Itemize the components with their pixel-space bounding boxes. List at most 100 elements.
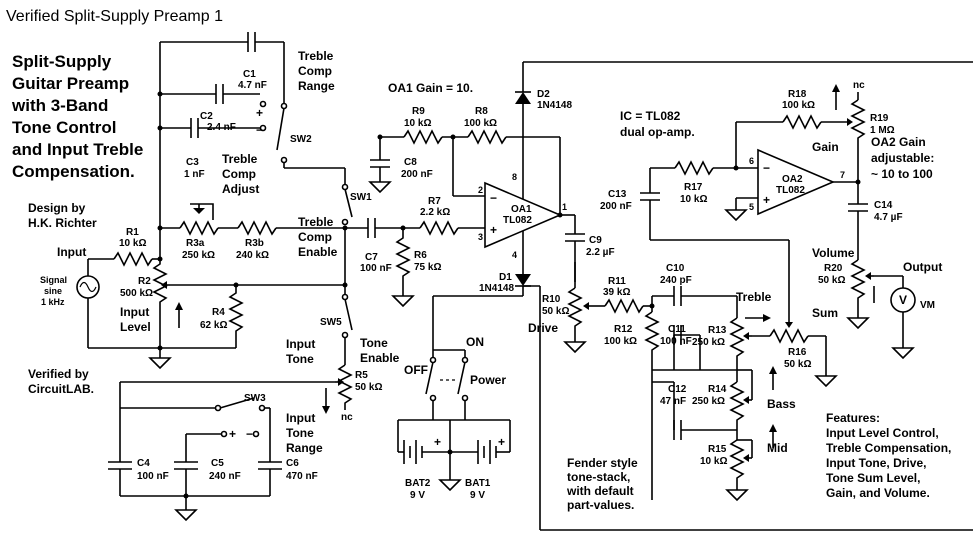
- potentiometer-r2: R2 500 kΩ Input Level: [120, 259, 345, 348]
- svg-text:VM: VM: [920, 300, 935, 311]
- svg-text:D2: D2: [537, 89, 550, 100]
- capacitor-c1: C1 4.7 nF: [238, 32, 267, 91]
- svg-text:100 kΩ: 100 kΩ: [782, 100, 815, 111]
- svg-text:100 kΩ: 100 kΩ: [464, 118, 497, 129]
- svg-text:R7: R7: [428, 196, 441, 207]
- svg-text:Signal: Signal: [40, 275, 67, 285]
- svg-text:250 kΩ: 250 kΩ: [692, 337, 725, 348]
- svg-text:4: 4: [512, 250, 517, 260]
- potentiometer-r20: R20 50 kΩ: [818, 259, 874, 330]
- resistor-r4: R4 62 kΩ: [200, 285, 244, 348]
- svg-text:with 3-Band: with 3-Band: [11, 96, 108, 115]
- svg-text:9 V: 9 V: [410, 490, 425, 501]
- svg-text:−: −: [490, 191, 497, 205]
- fender-note: Fender style tone-stack, with default pa…: [566, 456, 638, 512]
- opamp-oa2: − + OA2 TL082 6 5 7: [749, 148, 845, 216]
- svg-text:2.2 µF: 2.2 µF: [586, 247, 615, 258]
- svg-text:R17: R17: [684, 182, 703, 193]
- svg-text:Enable: Enable: [360, 351, 400, 365]
- svg-text:R6: R6: [414, 250, 427, 261]
- svg-text:CircuitLAB.: CircuitLAB.: [28, 382, 94, 396]
- svg-text:Range: Range: [286, 441, 323, 455]
- svg-text:nc: nc: [341, 412, 353, 423]
- svg-text:C4: C4: [137, 458, 150, 469]
- svg-text:100 nF: 100 nF: [360, 263, 392, 274]
- verified-credit: Verified by CircuitLAB.: [28, 367, 94, 396]
- ground-oa2: [724, 209, 748, 222]
- oa1-gain-note: OA1 Gain = 10.: [388, 81, 473, 95]
- svg-text:C7: C7: [365, 252, 378, 263]
- sw2-plus: +: [256, 106, 263, 120]
- sw3-plus: +: [229, 427, 236, 441]
- svg-text:Range: Range: [298, 79, 335, 93]
- svg-text:7: 7: [840, 170, 845, 180]
- svg-text:ON: ON: [466, 335, 484, 349]
- svg-text:4.7 nF: 4.7 nF: [238, 80, 267, 91]
- potentiometer-r16: R16 50 kΩ Sum: [769, 306, 838, 370]
- page-header: Verified Split-Supply Preamp 1: [6, 8, 223, 25]
- svg-text:50 kΩ: 50 kΩ: [818, 275, 845, 286]
- switch-sw5[interactable]: SW5: [320, 293, 353, 339]
- svg-text:6: 6: [749, 156, 754, 166]
- svg-text:200 nF: 200 nF: [600, 201, 632, 212]
- svg-text:Tone Sum Level,: Tone Sum Level,: [826, 471, 920, 485]
- svg-text:Input Level Control,: Input Level Control,: [826, 426, 939, 440]
- svg-text:V: V: [899, 293, 907, 307]
- ground-battery: [438, 479, 462, 492]
- svg-text:R13: R13: [708, 325, 727, 336]
- svg-text:240 kΩ: 240 kΩ: [236, 250, 269, 261]
- resistor-r3b: R3b 240 kΩ: [236, 220, 277, 261]
- svg-text:75 kΩ: 75 kΩ: [414, 262, 441, 273]
- title-block: Split-Supply Guitar Preamp with 3-Band T…: [11, 52, 143, 181]
- svg-text:50 kΩ: 50 kΩ: [784, 359, 811, 370]
- svg-text:Comp: Comp: [222, 167, 256, 181]
- svg-text:10 kΩ: 10 kΩ: [680, 194, 707, 205]
- svg-text:Power: Power: [470, 373, 506, 387]
- arrow-treble: [745, 314, 771, 322]
- potentiometer-r10: R10 50 kΩ Drive: [528, 287, 592, 354]
- svg-text:1N4148: 1N4148: [479, 283, 514, 294]
- svg-text:R11: R11: [608, 276, 626, 287]
- arrow-input-level: [175, 302, 183, 328]
- svg-text:Adjust: Adjust: [222, 182, 259, 196]
- svg-text:50 kΩ: 50 kΩ: [542, 306, 569, 317]
- svg-text:C14: C14: [874, 200, 893, 211]
- svg-text:100 nF: 100 nF: [660, 336, 692, 347]
- svg-text:8: 8: [512, 172, 517, 182]
- svg-text:100 nF: 100 nF: [137, 471, 169, 482]
- svg-text:Treble: Treble: [298, 215, 334, 229]
- svg-text:R3b: R3b: [245, 238, 264, 249]
- svg-text:SW2: SW2: [290, 134, 312, 145]
- svg-text:OA2: OA2: [782, 174, 803, 185]
- svg-text:R3a: R3a: [186, 238, 205, 249]
- svg-text:Input: Input: [120, 305, 149, 319]
- svg-text:R20: R20: [824, 263, 843, 274]
- arrow-gain: [832, 84, 840, 110]
- svg-text:C1: C1: [243, 69, 256, 80]
- svg-text:1N4148: 1N4148: [537, 100, 572, 111]
- resistor-r18: R18 100 kΩ: [782, 89, 822, 130]
- svg-text:Treble: Treble: [222, 152, 258, 166]
- svg-text:R5: R5: [355, 370, 368, 381]
- svg-text:10 kΩ: 10 kΩ: [700, 456, 727, 467]
- svg-text:Input: Input: [57, 245, 86, 259]
- svg-text:C9: C9: [589, 235, 602, 246]
- switch-sw3[interactable]: SW3: [214, 393, 267, 412]
- resistor-r7: R7 2.2 kΩ: [419, 196, 459, 236]
- switch-sw1[interactable]: SW1: [341, 183, 373, 226]
- label-volume: Volume: [812, 246, 855, 260]
- battery-bat1: + BAT1 9 V: [465, 435, 505, 501]
- ground-c5: [174, 509, 198, 522]
- svg-text:Tone: Tone: [360, 336, 388, 350]
- svg-text:Bass: Bass: [767, 397, 796, 411]
- capacitor-c8: C8 200 nF: [368, 157, 433, 194]
- svg-text:C8: C8: [404, 157, 417, 168]
- svg-text:9 V: 9 V: [470, 490, 485, 501]
- power-switch[interactable]: OFF ON Power: [404, 335, 506, 402]
- switch-sw2[interactable]: SW2: [276, 102, 312, 169]
- svg-text:+: +: [434, 435, 441, 449]
- svg-text:Tone Control: Tone Control: [12, 118, 117, 137]
- arrow-bass: [769, 366, 777, 390]
- svg-text:Input Tone, Drive,: Input Tone, Drive,: [826, 456, 926, 470]
